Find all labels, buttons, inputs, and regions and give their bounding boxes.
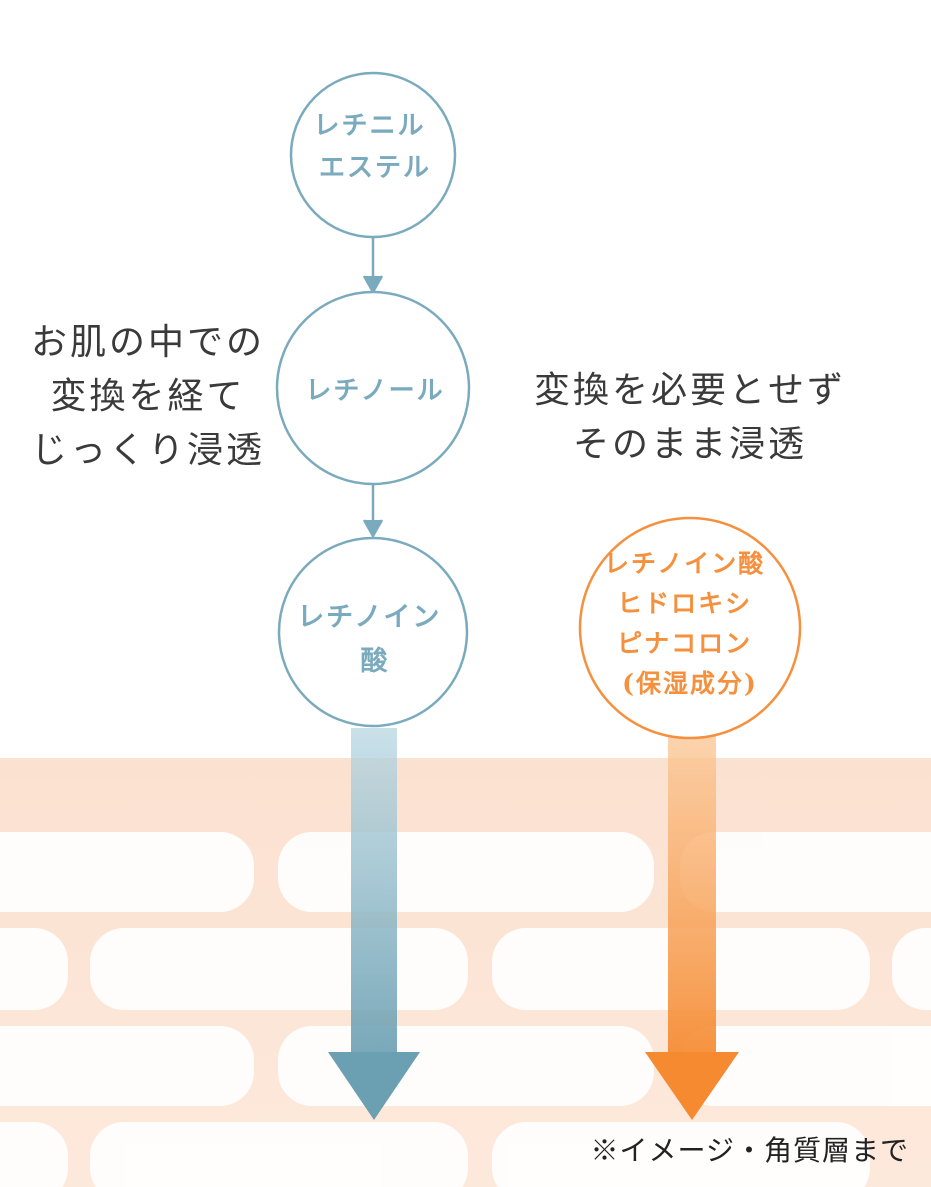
skin-cell [680, 832, 931, 912]
skin-cell [0, 1026, 254, 1106]
orange-penetration-arrow [645, 728, 739, 1120]
skin-cell [90, 1122, 468, 1187]
footnote: ※イメージ・角質層まで [590, 1134, 909, 1167]
left-caption: お肌の中での 変換を経て じっくり浸透 [30, 322, 265, 471]
skin-layer [0, 758, 931, 1187]
connector-arrowhead [362, 275, 384, 295]
skin-cell [680, 1026, 931, 1106]
node-retinol [275, 290, 471, 486]
skin-cell [0, 928, 68, 1010]
node-hpr-label: レチノイン酸 ヒドロキシ ピナコロン (保湿成分) [604, 549, 776, 698]
skin-cell [492, 1122, 870, 1187]
node-hpr [578, 516, 802, 740]
skin-cell [0, 832, 254, 912]
skin-cell [278, 1026, 654, 1106]
skin-cell [0, 1122, 68, 1187]
node-retinyl-ester [289, 71, 457, 239]
skin-cell [892, 928, 931, 1010]
conversion-connectors [362, 236, 384, 539]
node-retinoic-acid-label: レチノイン 酸 [297, 602, 453, 677]
node-retinyl-ester-label: レチニル エステル [313, 111, 436, 183]
node-retinol-label: レチノール [305, 376, 444, 406]
node-retinoic-acid [277, 536, 469, 728]
right-caption: 変換を必要とせず そのまま浸透 [533, 370, 846, 465]
skin-cell [90, 928, 468, 1010]
connector-arrowhead [362, 519, 384, 539]
blue-penetration-arrow [328, 728, 420, 1120]
skin-cell [278, 832, 654, 912]
